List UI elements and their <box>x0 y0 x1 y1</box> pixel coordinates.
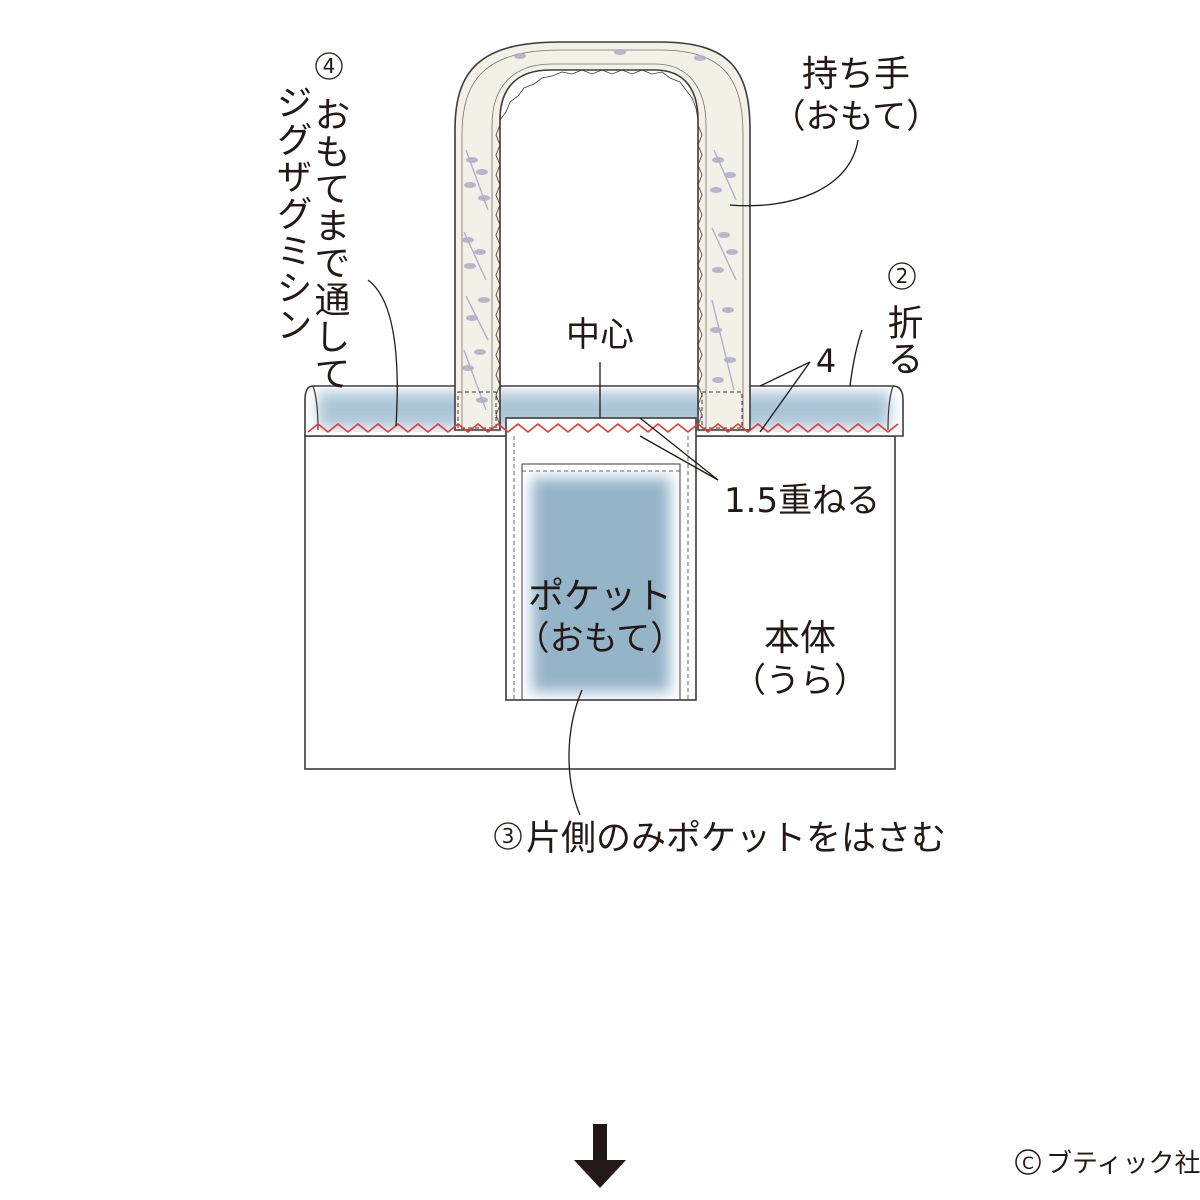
step4-number: 4 <box>323 54 336 78</box>
pocket <box>505 417 697 701</box>
step3-badge <box>494 822 522 850</box>
copyright-symbol: C <box>1022 1154 1034 1174</box>
step2-label: 折る <box>882 304 923 376</box>
handle-strap <box>454 41 751 431</box>
handle-label-line2: （おもて） <box>772 97 941 137</box>
body-label-line2: （うら） <box>732 661 868 701</box>
leader-fold-a <box>759 361 811 387</box>
step3-number: 3 <box>502 824 515 848</box>
center-label: 中心 <box>566 315 634 355</box>
body-label-line1: 本体 <box>764 618 836 659</box>
leader-step4 <box>367 279 398 427</box>
step2-number: 2 <box>896 264 909 288</box>
overlap-label: 1.5重ねる <box>724 481 880 521</box>
step4-badge <box>315 52 343 80</box>
leader-pocket <box>568 689 583 816</box>
handle-label-line1: 持ち手 <box>802 54 910 95</box>
step4-label-line2: ジグザグミシン <box>271 84 312 343</box>
copyright-text: ブティック社 <box>1046 1149 1200 1179</box>
fold-width-label: 4 <box>816 342 836 380</box>
arrow-down-icon <box>574 1124 626 1188</box>
pocket-label-line1: ポケット <box>528 576 672 617</box>
leader-handle <box>729 139 859 207</box>
leader-step2 <box>849 329 863 387</box>
step3-label: 片側のみポケットをはさむ <box>526 819 946 859</box>
step2-badge <box>888 262 916 290</box>
step4-label-line1: おもてまで通して <box>309 96 350 392</box>
copyright-icon <box>1015 1149 1041 1175</box>
pocket-label-line2: （おもて） <box>516 619 685 659</box>
zigzag-stitch <box>307 422 899 434</box>
leader-overlap-a <box>639 417 719 481</box>
leader-overlap-b <box>639 435 719 481</box>
leader-fold-b <box>759 361 811 433</box>
